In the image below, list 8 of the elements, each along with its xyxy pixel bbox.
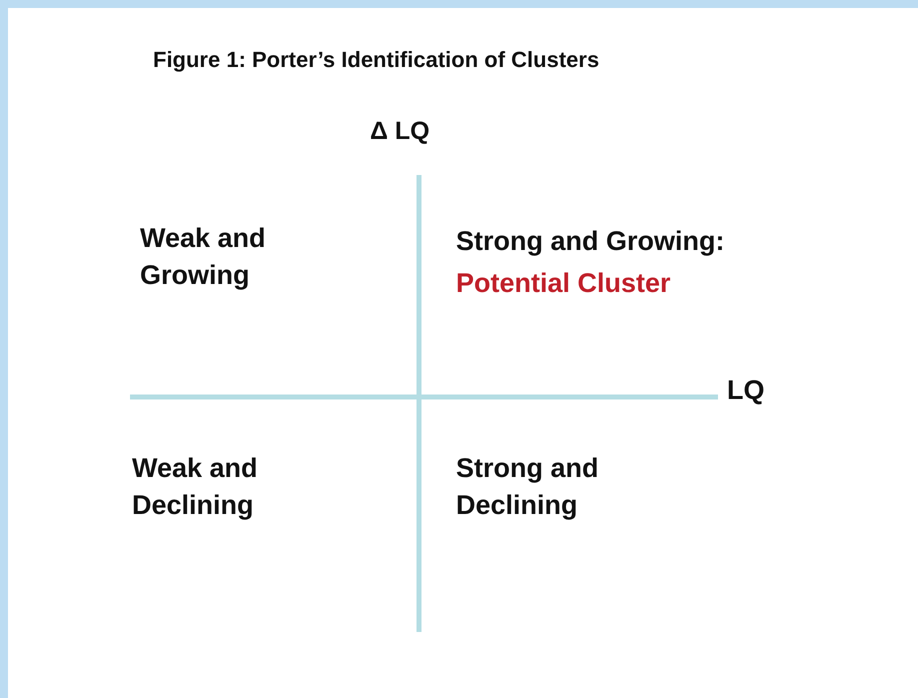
- quadrant-label: Strong and Growing:: [456, 225, 726, 258]
- quadrant-label: Weak and Growing: [140, 222, 267, 292]
- quadrant-label: Weak and Declining: [132, 452, 259, 522]
- cluster-label: Potential Cluster: [456, 267, 672, 300]
- figure-title: Figure 1: Porter’s Identification of Clusters: [153, 47, 600, 74]
- axis-label: LQ: [727, 374, 766, 407]
- axis-label: Δ LQ: [370, 116, 431, 147]
- quadrant-label: Strong and Declining: [456, 452, 600, 522]
